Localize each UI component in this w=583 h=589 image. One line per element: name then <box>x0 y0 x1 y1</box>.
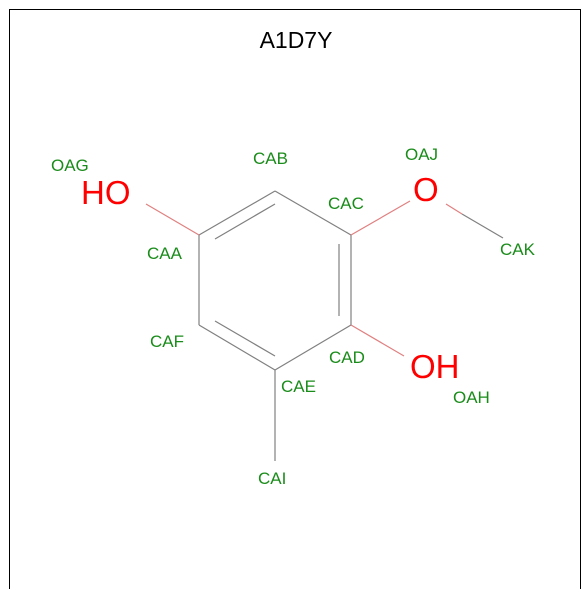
atom-label-oag: OAG <box>51 156 89 175</box>
bond-cab-cac <box>274 190 352 236</box>
bond-caa-cab <box>198 190 276 236</box>
atom-labels: OAG CAB OAJ CAC CAK CAA CAF CAD CAE OAH … <box>51 145 536 488</box>
hydroxyl-oah-symbol: OH <box>410 348 460 385</box>
atom-label-cac: CAC <box>328 194 364 213</box>
atom-label-caa: CAA <box>147 244 183 263</box>
bond-caa-oag <box>145 203 200 236</box>
atom-label-cak: CAK <box>500 240 536 259</box>
double-bond-cae-caf <box>214 320 276 357</box>
atom-label-cad: CAD <box>329 348 365 367</box>
bond-oaj-cak-o <box>445 203 463 215</box>
bond-cad-oah <box>350 324 405 357</box>
bond-cac-oaj <box>350 200 411 236</box>
atom-label-cai: CAI <box>258 469 286 488</box>
diagram-frame <box>9 9 581 589</box>
benzene-ring <box>198 190 352 371</box>
ether-oaj-symbol: O <box>413 171 439 208</box>
bond-cae-caf <box>198 324 276 371</box>
atom-label-oaj: OAJ <box>405 145 438 164</box>
page-title: A1D7Y <box>260 27 333 53</box>
atom-label-caf: CAF <box>150 332 184 351</box>
double-bond-caa-cab <box>214 203 276 240</box>
hydroxyl-oag-symbol: HO <box>81 174 131 211</box>
atom-label-cae: CAE <box>281 377 316 396</box>
atom-label-cab: CAB <box>253 149 288 168</box>
bond-oaj-cak <box>461 213 504 239</box>
bond-cad-cae <box>274 324 352 371</box>
atom-label-oah: OAH <box>453 388 490 407</box>
